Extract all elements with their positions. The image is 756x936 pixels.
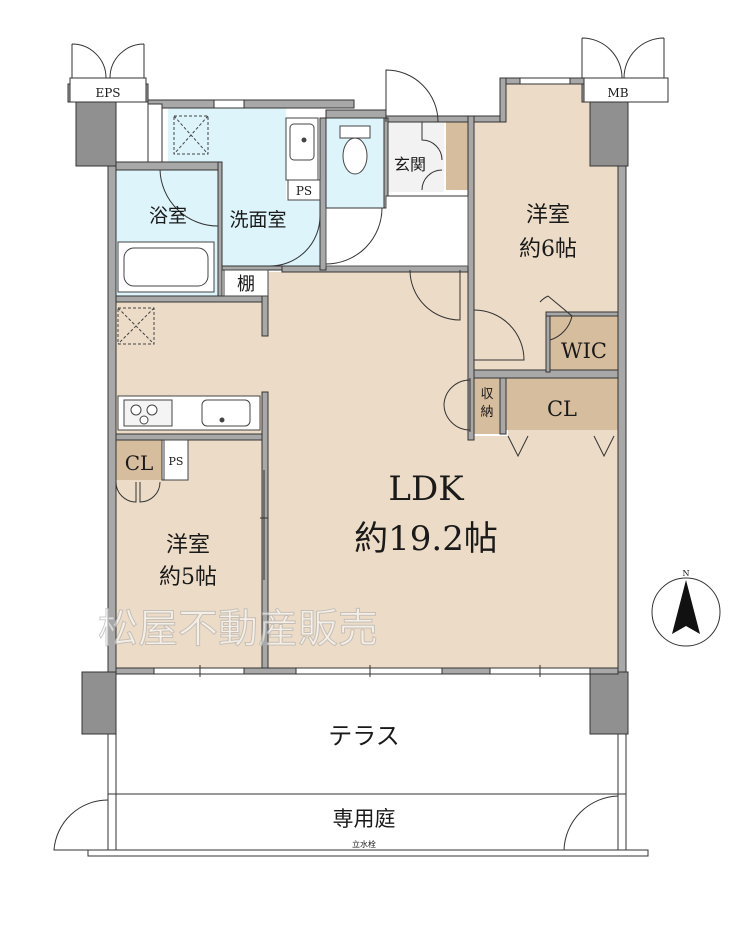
vent-icon [117,307,155,345]
wall-toilet-right [383,117,389,209]
fixtures [117,115,371,481]
wall-left [107,165,117,673]
garden-gate-left[interactable] [53,799,109,851]
wall-ldk-top [281,265,475,273]
wall-top-toilet [325,109,387,119]
faucet-label: 立水栓 [352,839,376,849]
vent-icon [173,115,209,155]
wall-wic-top [545,311,619,317]
storage-floor [474,378,500,434]
mb-door-left[interactable] [581,37,623,79]
washroom-floor [168,108,320,266]
ldk-name: LDK [388,469,464,509]
bedroom5-sliding-door[interactable] [260,470,268,580]
watermark: 松屋不動産販売 [98,606,378,652]
windows [153,77,591,677]
ps-wash-label: PS [296,184,312,198]
storage-door[interactable] [443,378,471,432]
cl-bed5-floor [116,440,162,480]
bath-label: 浴室 [149,205,187,227]
top-meter-boxes: EPS MB [69,37,669,103]
eps-box [69,77,147,103]
wall-wic-left [545,315,551,373]
compass-arrow-icon [672,580,700,634]
entrance-shelf-floor [446,122,468,190]
bedroom6-floor [474,84,618,370]
cl-bed5-label: CL [125,451,154,475]
washroom-door[interactable] [269,215,321,267]
bedroom5-size: 約5帖 [159,565,217,590]
wall-right [617,165,627,673]
toilet-bowl-icon [342,137,368,175]
window-wash[interactable] [213,99,245,109]
wall-bed5-right [261,391,269,669]
ps-wash-box [287,179,321,201]
eps-label: EPS [95,86,120,100]
wall-bed6-left [467,115,475,441]
cl-bed5-door[interactable] [115,481,161,503]
garden-gate-right[interactable] [563,795,619,851]
doors [115,69,615,580]
wall-top-entrance [385,115,475,123]
ps-bed5-box [163,439,189,481]
wall-bath-bottom [115,295,267,303]
compass: N [651,569,721,647]
wic-label: WIC [561,339,607,363]
mb-door-right[interactable] [623,37,665,79]
garden-label: 専用庭 [333,807,396,831]
wall-cl-left [499,377,507,435]
bedroom5-name: 洋室 [166,533,210,558]
pillar-top-left [75,99,117,167]
cl-ldk-floor [506,378,618,430]
ps-bed5-label: PS [169,455,184,468]
eps-door-right[interactable] [109,43,145,79]
window-bed6[interactable] [519,77,571,85]
bedroom6-name: 洋室 [526,203,570,228]
window-bed5[interactable] [153,667,245,675]
terrace-label: テラス [328,722,400,750]
washroom-label: 洗面室 [229,209,286,231]
bedroom6-door[interactable] [473,309,525,361]
cl-ldk-door[interactable] [507,435,615,458]
pillar-top-right [589,99,629,167]
ldk-size: 約19.2帖 [354,519,498,559]
room-fills [116,84,620,668]
wall-bath-right [217,161,223,297]
entrance-label: 玄関 [394,155,426,174]
cl-ldk-label: CL [547,397,577,421]
window-ldk-1[interactable] [295,667,443,675]
wall-bed6-left-stub [499,77,507,123]
bath-door[interactable] [159,169,219,227]
wall-wash-right [319,117,327,271]
garden-curb [87,849,649,857]
sink-icon [201,399,251,427]
wall-wash-bottom [221,265,289,271]
ldk-door[interactable] [409,269,461,321]
entrance-floor [386,122,444,192]
wic-door[interactable] [547,295,573,341]
storage-label: 収納 [480,387,493,420]
pillar-bottom-left [81,671,117,735]
wic-floor [550,316,618,370]
mb-label: MB [607,86,628,100]
wall-top-wash [147,99,355,109]
north-label: N [683,569,690,578]
wall-pipe-left [147,103,163,163]
toilet-tank-icon [339,125,371,139]
eps-door-left[interactable] [71,43,107,79]
mb-box [583,77,669,103]
entrance-door[interactable] [385,69,439,123]
pillar-bottom-right [589,671,629,735]
outdoor [53,734,649,857]
wall-kitchen-stub [261,295,269,337]
toilet-door[interactable] [325,207,386,265]
room-labels: 浴室 洗面室 PS 棚 玄関 洋室 約6帖 WIC CL 収納 CL PS LD… [125,155,607,849]
shelf-box [223,269,269,297]
shelf-label: 棚 [237,274,255,295]
wall-bed5-top [115,433,265,441]
bedroom6-size: 約6帖 [519,237,577,262]
wall-bath-top [115,161,219,171]
